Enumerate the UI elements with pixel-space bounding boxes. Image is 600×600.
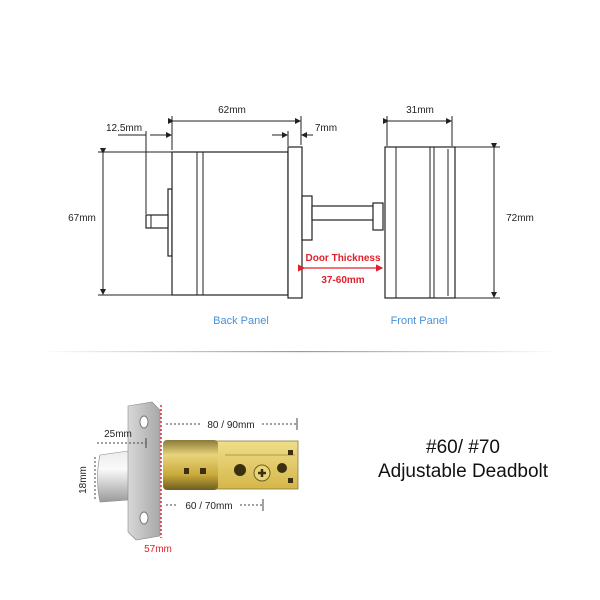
door-thickness-range: 37-60mm xyxy=(321,275,364,286)
spindle-drawing xyxy=(301,195,384,241)
back-panel-drawing xyxy=(145,146,303,299)
backset-long-label: 80 / 90mm xyxy=(207,420,254,431)
door-thickness-title: Door Thickness xyxy=(305,253,380,264)
bolt-height-label: 18mm xyxy=(78,466,89,494)
deadbolt-model: #60/ #70 xyxy=(426,437,500,458)
front-panel-label: Front Panel xyxy=(391,315,448,327)
plate-height-label: 57mm xyxy=(144,544,172,555)
back-height-label: 67mm xyxy=(68,213,96,224)
bolt-throw-label: 25mm xyxy=(104,429,132,440)
front-width-label: 31mm xyxy=(406,105,434,116)
flange-label: 7mm xyxy=(315,123,337,134)
deadbolt-dimension-lines xyxy=(94,405,298,538)
deadbolt-image xyxy=(97,401,299,541)
deadbolt-name: Adjustable Deadbolt xyxy=(378,461,549,482)
stub-length-label: 12.5mm xyxy=(106,123,142,134)
backset-short-label: 60 / 70mm xyxy=(185,501,232,512)
section-divider xyxy=(40,351,560,353)
front-panel-drawing xyxy=(384,146,456,299)
back-width-label: 62mm xyxy=(218,105,246,116)
front-height-label: 72mm xyxy=(506,213,534,224)
dimension-lines xyxy=(98,116,500,299)
back-panel-label: Back Panel xyxy=(213,315,269,327)
